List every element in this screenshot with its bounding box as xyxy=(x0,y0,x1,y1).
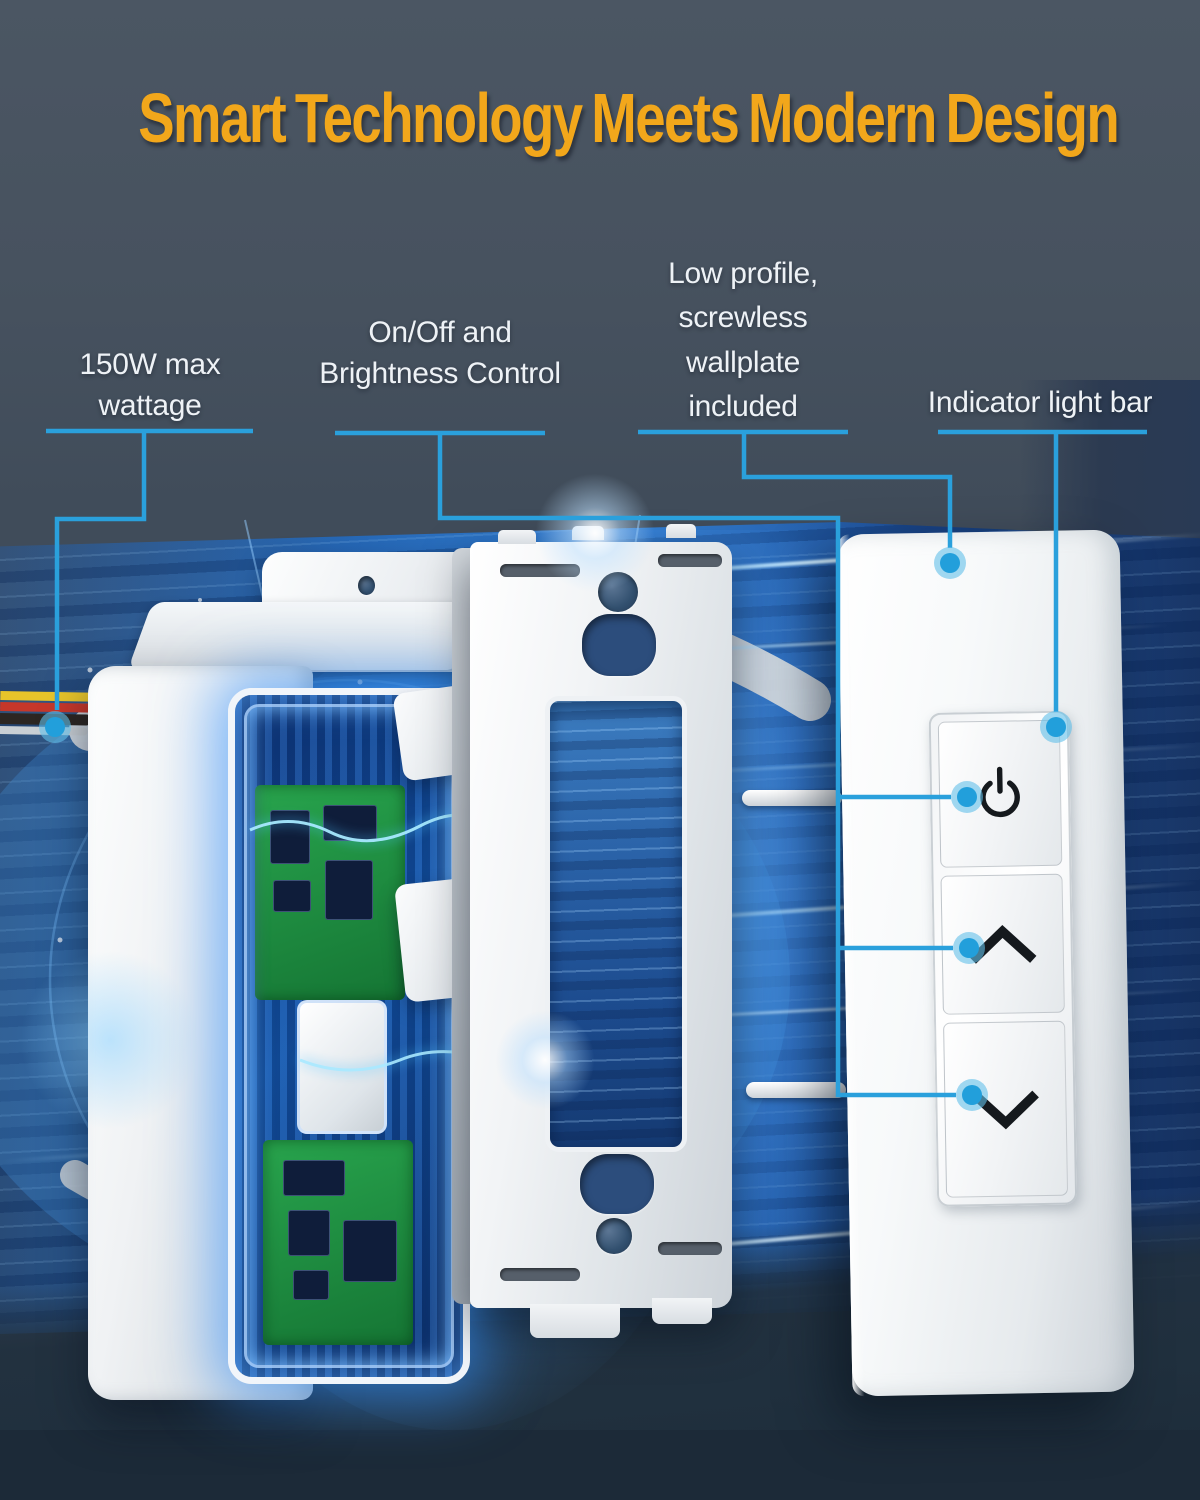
frame-slot xyxy=(658,554,722,567)
relay-component xyxy=(297,1000,387,1134)
rocker-button-column xyxy=(928,710,1078,1207)
callout-label-wattage: 150W max wattage xyxy=(79,348,221,423)
circuit-chip xyxy=(343,1220,397,1282)
circuit-board-module xyxy=(228,688,470,1384)
circuit-chip xyxy=(270,810,310,864)
wire-red xyxy=(0,702,97,713)
frame-plate xyxy=(470,524,732,1338)
frame-slot xyxy=(500,1268,580,1281)
frame-screw-hole xyxy=(596,1218,632,1254)
lens-flare xyxy=(535,473,655,593)
brightness-down-button xyxy=(943,1020,1069,1198)
connector-pin xyxy=(742,790,842,806)
frame-plate-side xyxy=(452,548,472,1304)
wire-yellow xyxy=(0,691,101,702)
circuit-chip xyxy=(273,880,311,912)
circuit-chip xyxy=(325,860,373,920)
power-icon xyxy=(980,766,1020,818)
circuit-chip xyxy=(323,805,377,841)
frame-tab xyxy=(666,524,696,538)
circuit-chip xyxy=(283,1160,345,1196)
callout-label-wallplate: Low profile, screwless wallplate include… xyxy=(668,257,818,424)
edge-glow xyxy=(20,950,200,1130)
frame-tab xyxy=(652,1298,712,1324)
circuit-chip xyxy=(288,1210,330,1256)
frame-oval-hole xyxy=(580,1154,654,1214)
background-bottom-fill xyxy=(0,1430,1200,1500)
chevron-down-icon xyxy=(971,1090,1039,1129)
page-title: Smart Technology Meets Modern Design xyxy=(138,79,1120,157)
circuit-chip xyxy=(293,1270,329,1300)
chevron-up-icon xyxy=(969,924,1037,964)
connector-pin xyxy=(746,1082,846,1098)
wire-silver xyxy=(0,726,88,736)
frame-oval-hole xyxy=(582,614,656,676)
switch-body-top-face xyxy=(127,602,483,670)
frame-tab xyxy=(498,530,536,544)
callout-label-indicator: Indicator light bar xyxy=(927,386,1153,419)
lens-flare xyxy=(495,1010,595,1110)
strap-screw-hole xyxy=(358,576,375,595)
frame-tab xyxy=(530,1304,620,1338)
pcb-board xyxy=(263,1140,413,1345)
pcb-board xyxy=(255,785,405,1000)
brightness-up-button xyxy=(940,873,1065,1015)
callout-label-control: On/Off and Brightness Control xyxy=(319,316,561,391)
frame-slot xyxy=(658,1242,722,1255)
power-button xyxy=(937,719,1063,868)
wire-black xyxy=(0,713,93,726)
wallplate xyxy=(837,529,1135,1397)
